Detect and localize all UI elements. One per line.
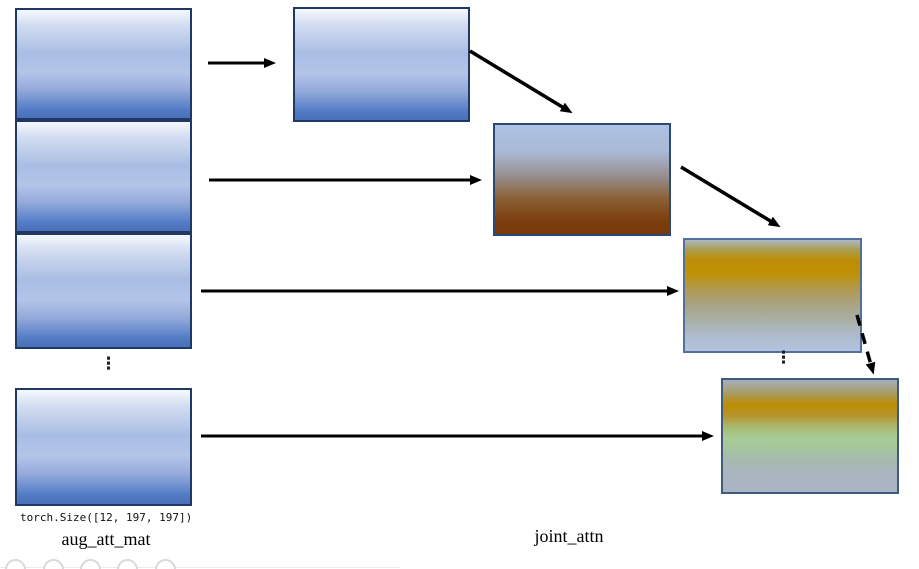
- arrow-joint2-to-joint3: [680, 165, 781, 228]
- tensor-shape-label: torch.Size([12, 197, 197]): [20, 511, 193, 524]
- stack-ellipsis: ⋮: [100, 354, 117, 374]
- arrow-joint1-to-joint2: [469, 49, 573, 114]
- aug-att-mat-block-1: [15, 8, 192, 120]
- joint-attn-block-3: [683, 238, 862, 353]
- joint-attn-block-1: [293, 7, 470, 122]
- joint-attn-block-4: [721, 378, 899, 494]
- joint-attn-block-2: [493, 123, 671, 236]
- aug-att-mat-block-4: [15, 388, 192, 506]
- arrow-joint3-to-joint4-dashed: [855, 314, 876, 375]
- joint-attn-label: joint_attn: [534, 526, 604, 546]
- slide-edge-line: [0, 567, 400, 568]
- chain-ellipsis: ⋮: [775, 348, 792, 368]
- aug-att-mat-block-2: [15, 120, 192, 233]
- aug-att-mat-block-3: [15, 233, 192, 349]
- aug-att-mat-label: aug_att_mat: [61, 529, 151, 549]
